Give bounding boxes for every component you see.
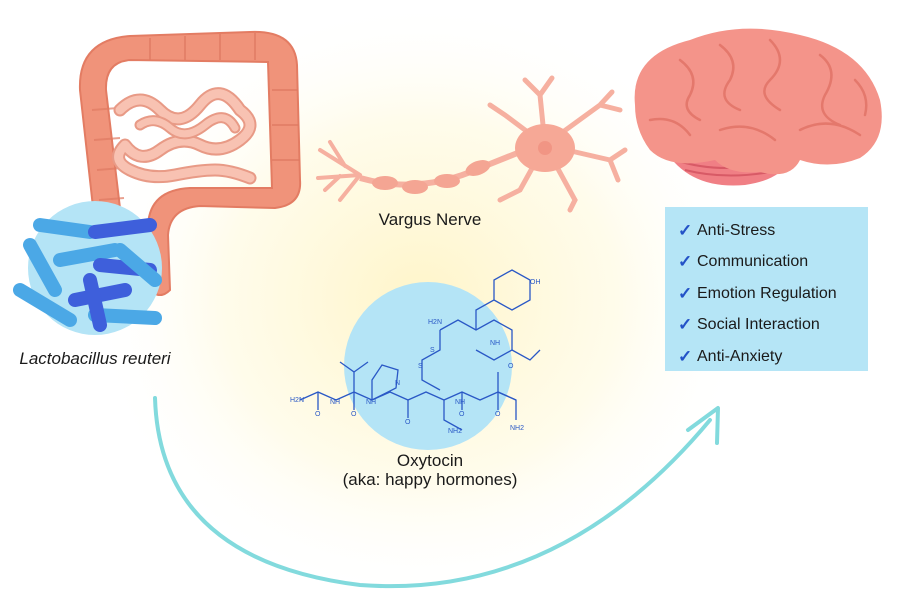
atom-nh-3: NH xyxy=(455,399,465,406)
benefit-label: Communication xyxy=(697,253,809,271)
myelin-sheaths xyxy=(372,160,491,194)
bacteria-rods xyxy=(13,218,162,332)
hormone-name: Oxytocin xyxy=(396,451,464,470)
dendrites-left xyxy=(316,140,362,202)
atom-o-6: O xyxy=(508,363,514,370)
atom-s-2: S xyxy=(418,363,423,370)
intestine-illustration xyxy=(78,30,302,296)
molecule-circle xyxy=(344,282,512,450)
atom-o-2: O xyxy=(351,411,357,418)
check-icon: ✓ xyxy=(678,252,693,272)
check-icon: ✓ xyxy=(678,220,693,240)
atom-oh: OH xyxy=(530,279,541,286)
check-icon: ✓ xyxy=(678,283,693,303)
benefit-item: ✓ Anti-Stress xyxy=(678,215,868,247)
atom-nh-2: NH xyxy=(366,399,376,406)
atom-nh2-right: NH2 xyxy=(510,425,524,432)
atom-o-3: O xyxy=(405,419,411,426)
atom-o-1: O xyxy=(315,411,321,418)
benefit-item: ✓ Social Interaction xyxy=(678,310,868,342)
bacteria-illustration xyxy=(13,201,162,335)
oxytocin-illustration: OH H2N H2N NH2 NH2 NH NH NH NH N S S O O… xyxy=(290,269,541,450)
flow-arrow xyxy=(153,396,720,589)
atom-nh2-bottom: NH2 xyxy=(448,428,462,435)
bacteria-label: Lactobacillus reuteri xyxy=(19,349,171,368)
brain-cerebrum xyxy=(634,28,882,175)
atom-n: N xyxy=(395,380,400,387)
atom-nh-1: NH xyxy=(330,399,340,406)
nerve-nucleus xyxy=(538,141,552,155)
nerve-label: Vargus Nerve xyxy=(378,210,482,229)
atom-o-4: O xyxy=(459,411,465,418)
atom-s-1: S xyxy=(430,347,435,354)
benefit-item: ✓ Communication xyxy=(678,247,868,279)
benefit-item: ✓ Emotion Regulation xyxy=(678,278,868,310)
brain-folds xyxy=(648,38,868,142)
check-icon: ✓ xyxy=(678,346,693,366)
molecule-atoms: OH H2N H2N NH2 NH2 NH NH NH NH N S S O O… xyxy=(290,279,541,435)
atom-o-5: O xyxy=(495,411,501,418)
benefit-label: Anti-Stress xyxy=(697,221,776,239)
check-icon: ✓ xyxy=(678,315,693,335)
atom-nh-4: NH xyxy=(490,340,500,347)
benefit-label: Emotion Regulation xyxy=(697,284,837,302)
molecule-bonds xyxy=(299,269,541,431)
intestine-segments xyxy=(91,33,300,201)
benefit-label: Anti-Anxiety xyxy=(697,347,783,365)
nerve-cell-illustration xyxy=(316,75,628,213)
small-intestine xyxy=(112,87,257,185)
atom-h2n-top: H2N xyxy=(428,319,442,326)
flow-arrow-head xyxy=(686,406,720,445)
benefit-label: Social Interaction xyxy=(697,316,820,334)
benefits-box: ✓ Anti-Stress ✓ Communication ✓ Emotion … xyxy=(665,207,868,371)
large-intestine xyxy=(78,30,302,296)
dendrites-right xyxy=(487,75,628,213)
hormone-aka: (aka: happy hormones) xyxy=(342,470,518,489)
brain-illustration xyxy=(634,28,882,186)
atom-h2n-left: H2N xyxy=(290,397,304,404)
benefit-item: ✓ Anti-Anxiety xyxy=(678,341,868,373)
flow-arrow-line xyxy=(153,396,712,589)
